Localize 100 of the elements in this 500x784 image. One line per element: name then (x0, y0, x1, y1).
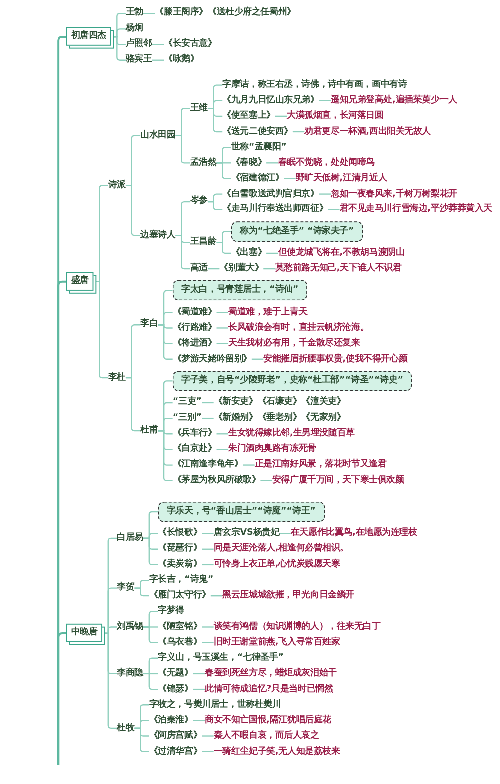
connector-line (279, 533, 291, 534)
quote-text: 忽如一夜春风来,千树万树梨花开 (331, 188, 458, 200)
branch-text: 字义山，号玉溪生，“七律圣手” (158, 653, 284, 664)
branch-text: 《泊秦淮》 (149, 715, 194, 726)
quote-text: 大漠孤烟直，长河落日圆 (287, 111, 384, 122)
branch-text: 唐玄宗VS杨贵妃 (214, 528, 280, 540)
connector-line (144, 13, 156, 14)
branch-text: 《过清华宫》 (149, 746, 202, 758)
connector-line (102, 632, 118, 730)
connector-line (202, 736, 214, 737)
period-box: 盛唐 (66, 272, 94, 292)
quote-text: 君不见走马川行雪海边,平沙莽莽黄入天 (340, 204, 492, 216)
connector-line (202, 751, 214, 752)
connector-line (275, 116, 288, 118)
connector-line (252, 358, 264, 360)
connector-line (216, 312, 228, 314)
period-box: 初唐四杰 (66, 28, 112, 46)
connector-line (58, 632, 66, 766)
branch-text: 《宿建德江》 (231, 173, 284, 184)
quote-text: 此情可待成追忆?只是当时已惘然 (205, 684, 334, 695)
quote-text: 蜀道难，难于上青天 (228, 307, 308, 318)
connector-line (216, 162, 232, 180)
connector-line (176, 234, 190, 270)
quote-text: 春蚕到死丝方尽，蜡炬成灰泪始干 (205, 668, 337, 680)
branch-text: 《锦瑟》 (158, 684, 194, 695)
branch-text: 世称“孟襄阳” (231, 142, 287, 153)
branch-text: 《乌衣巷》 (158, 637, 202, 648)
branch-text: 《兵车行》 (172, 428, 217, 440)
connector-line (216, 328, 228, 329)
connector-line (216, 343, 228, 344)
connector-line (319, 100, 331, 102)
branch-text: 《将进酒》 (172, 338, 217, 350)
connector-line (216, 449, 228, 450)
quote-text: 安能摧眉折腰事权贵,使我不得开心颜 (264, 354, 408, 365)
branch-text: 王勃 (126, 8, 144, 19)
connector-line (264, 268, 276, 270)
connector-line (266, 162, 278, 164)
quote-text: 安得广厦千万间，天下寒士俱欢颜 (272, 475, 404, 486)
connector-line (144, 538, 158, 566)
branch-text: 《咏鹅》 (164, 54, 200, 66)
branch-text: 《九月九日忆山东兄弟》 (222, 95, 320, 106)
branch-text: 《白雪歌送武判官归京》 (222, 188, 320, 200)
quote-text: 旧时王谢堂前燕,飞入寻常百姓家 (214, 637, 340, 648)
quote-text: 莫愁前路无知己,天下谁人不识君 (275, 264, 402, 274)
branch-text: 《卖炭翁》 (158, 560, 202, 570)
branch-text: 《新婚别》《垂老别》《无家别》 (214, 413, 346, 424)
branch-text: “三吏” (172, 398, 202, 408)
branch-text: 《茅屋为秋风所破歌》 (172, 475, 261, 486)
quote-text: 天生我材必有用，千金散尽还复来 (228, 338, 360, 350)
quote-text: 长风破浪会有时，直挂云帆济沧海。 (228, 322, 370, 334)
branch-text: 王昌龄 (190, 237, 217, 248)
connector-line (266, 252, 278, 254)
note-box: 字太白，号青莲居士，“诗仙” (172, 280, 308, 302)
quote-text: 可怜身上衣正单,心忧炭贱愿天寒 (214, 560, 340, 570)
quote-text: 秦人不暇自哀，而后人哀之 (214, 730, 320, 742)
branch-text: 边塞诗人 (140, 230, 176, 241)
branch-text: 字长吉，“诗鬼” (149, 575, 214, 586)
connector-line (208, 202, 223, 210)
branch-text: 《走马川行奉送出师西征》 (222, 204, 328, 216)
branch-text: 《滕王阁序》《送杜少府之任蜀州》 (155, 8, 296, 19)
branch-text: 《送元二使安西》 (222, 126, 293, 138)
branch-text: 骆宾王 (126, 54, 152, 66)
branch-text: 《江南逢李龟年》 (172, 460, 244, 471)
quote-text: 商女不知亡国恨,隔江犹唱后庭花 (205, 715, 332, 726)
branch-text: 《陋室铭》 (158, 622, 202, 633)
connector-line (328, 209, 340, 210)
quote-text: 遥知兄弟登高处,遍插茱萸少一人 (331, 95, 458, 106)
connector-line (193, 720, 206, 722)
branch-text: 《春晓》 (231, 158, 267, 169)
branch-text: 《出塞》 (231, 248, 267, 259)
branch-text: 《新安吏》《石壕吏》《潼关吏》 (214, 398, 346, 408)
branch-text: 《别董大》 (220, 264, 264, 274)
quote-text: 生女犹得嫁比邻,生男埋没随百草 (228, 428, 355, 440)
branch-text: 《长安古意》 (164, 39, 217, 50)
connector-line (260, 480, 272, 482)
connector-line (210, 596, 223, 597)
connector-line (208, 108, 223, 133)
branch-text: 杨炯 (126, 24, 144, 35)
quote-text: 但使龙城飞将在,不教胡马渡阴山 (278, 248, 405, 259)
branch-text: 《行路难》 (172, 322, 217, 334)
branch-text: 字摩诘，称王右丞，诗佛，诗中有画，画中有诗 (222, 80, 408, 91)
branch-text: “三别” (172, 413, 202, 424)
branch-text: 白居易 (117, 533, 144, 544)
branch-text: 《琵琶行》 (158, 544, 202, 555)
quote-text: 一骑红尘妃子笑,无人知是荔枝来 (214, 746, 340, 758)
connector-line (202, 418, 214, 420)
quote-text: 春眠不觉晓，处处闻啼鸟 (278, 158, 375, 169)
connector-line (152, 60, 164, 61)
note-box: 字乐天，号“香山居士”“诗魔”“诗王” (158, 502, 325, 522)
branch-text: 诗派 (108, 180, 126, 192)
branch-text: 《长恨歌》 (158, 528, 202, 540)
quote-text: 同是天涯沦落人,相逢何必曾相识。 (214, 544, 349, 555)
connector-line (126, 377, 141, 432)
connector-line (134, 588, 150, 597)
quote-text: 谈笑有鸿儒（知识渊博的人），往来无白丁 (214, 622, 381, 633)
connector-line (202, 564, 214, 566)
connector-line (319, 194, 331, 195)
connector-line (216, 434, 228, 435)
branch-text: 李贺 (117, 582, 135, 594)
quote-text: 在天愿作比翼鸟,在地愿为连理枝 (290, 528, 418, 540)
